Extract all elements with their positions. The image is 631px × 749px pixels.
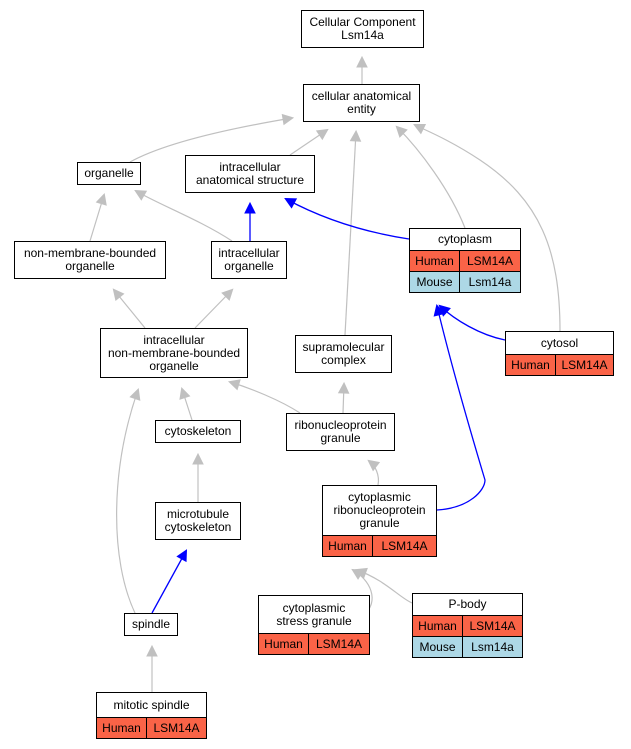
edge-spindle-to-intracellular-nmb-organelle: [116, 389, 139, 614]
edge-supramolecular-complex-to-cellular-anatomical-entity: [344, 131, 357, 336]
node-label: cellular anatomical entity: [311, 89, 412, 116]
node-label: intracellular organelle: [218, 246, 280, 273]
species-cell: Human: [97, 718, 147, 738]
edge-cytoplasm-to-intracellular-anatomical-structure: [285, 198, 410, 240]
species-cell: Mouse: [410, 272, 460, 292]
node-label: non-membrane-bounded organelle: [23, 246, 157, 273]
node-label: cytosol: [540, 335, 579, 350]
arrowhead: [221, 288, 234, 301]
gene-cell: Lsm14a: [468, 275, 512, 289]
node-label: cytoplasm: [437, 232, 493, 246]
annotation-row-human: Human LSM14A: [413, 615, 522, 636]
arrowhead: [112, 288, 125, 302]
annotation-row-human: Human LSM14A: [506, 354, 613, 375]
arrowhead: [134, 189, 148, 201]
species-cell: Human: [506, 355, 556, 375]
arrowhead: [95, 192, 107, 206]
node-label: ribonucleoprotein granule: [294, 418, 387, 445]
node-supramolecular-complex[interactable]: supramolecular complex: [295, 335, 392, 373]
node-label: spindle: [131, 617, 171, 631]
gene-cell: LSM14A: [381, 539, 428, 553]
node-label: mitotic spindle: [113, 697, 190, 712]
node-organelle[interactable]: organelle: [77, 162, 141, 185]
annotation-row-human: Human LSM14A: [410, 250, 520, 271]
arrowhead: [129, 387, 141, 401]
edge-intracellular-organelle-to-organelle: [135, 190, 233, 242]
species-cell: Human: [410, 251, 460, 271]
node-label: cytoplasmic ribonucleoprotein granule: [333, 490, 426, 530]
species-cell: Human: [259, 634, 309, 654]
annotation-row-mouse: Mouse Lsm14a: [413, 636, 522, 657]
species-cell: Human: [413, 616, 463, 636]
gene-cell: Lsm14a: [471, 640, 514, 654]
arrowhead: [227, 379, 241, 391]
node-microtubule-cytoskeleton[interactable]: microtubule cytoskeleton: [155, 502, 241, 540]
gene-cell: LSM14A: [466, 254, 514, 268]
edge-cytoplasm-to-cellular-anatomical-entity: [396, 126, 466, 229]
edge-cytoplasmic-rnp-granule-to-cytoplasm: [436, 305, 486, 511]
arrowhead: [244, 201, 256, 214]
gene-cell: LSM14A: [469, 619, 516, 633]
node-spindle[interactable]: spindle: [124, 613, 178, 636]
arrowhead: [284, 197, 298, 209]
arrowhead: [315, 128, 329, 141]
arrowhead: [179, 386, 191, 400]
arrowhead: [367, 459, 381, 472]
arrowhead: [433, 303, 445, 317]
arrowhead: [146, 644, 158, 657]
arrowhead: [349, 129, 362, 142]
annotation-row-mouse: Mouse Lsm14a: [410, 271, 520, 292]
node-label: organelle: [84, 166, 134, 180]
node-cytoskeleton[interactable]: cytoskeleton: [155, 420, 241, 443]
edge-spindle-to-microtubule-cytoskeleton: [151, 550, 187, 614]
annotation-row-human: Human LSM14A: [323, 535, 436, 556]
arrowhead: [356, 55, 368, 68]
node-label: microtubule cytoskeleton: [164, 507, 232, 534]
annotation-row-human: Human LSM14A: [259, 633, 369, 654]
arrowhead: [281, 113, 295, 126]
edge-cytosol-to-cytoplasm: [439, 305, 506, 341]
edge-cytosol-to-cellular-anatomical-entity: [414, 124, 561, 332]
species-cell: Human: [323, 536, 373, 556]
gene-cell: LSM14A: [561, 358, 608, 372]
arrowhead: [395, 125, 408, 138]
species-cell: Mouse: [413, 637, 463, 657]
node-label: supramolecular complex: [302, 340, 385, 367]
node-intracellular-anatomical-structure[interactable]: intracellular anatomical structure: [185, 155, 315, 193]
arrowhead: [337, 381, 350, 394]
node-label: P-body: [448, 597, 487, 611]
node-intracellular-organelle[interactable]: intracellular organelle: [211, 241, 287, 279]
arrowhead: [176, 549, 188, 563]
node-label: cytoplasmic stress granule: [276, 600, 352, 628]
gene-cell: LSM14A: [153, 721, 200, 735]
node-cellular-anatomical-entity[interactable]: cellular anatomical entity: [303, 84, 420, 122]
arrowhead: [413, 123, 427, 135]
arrowhead: [192, 452, 204, 465]
node-intracellular-nmb-organelle[interactable]: intracellular non-membrane-bounded organ…: [100, 328, 248, 378]
node-ribonucleoprotein-granule[interactable]: ribonucleoprotein granule: [286, 413, 395, 451]
node-label: intracellular anatomical structure: [195, 160, 305, 187]
node-cellular-component[interactable]: Cellular Component Lsm14a: [301, 10, 424, 48]
node-label: cytoskeleton: [164, 424, 232, 438]
arrowhead: [355, 567, 368, 579]
edge-ribonucleoprotein-granule-to-intracellular-nmb-organelle: [229, 381, 301, 414]
edge-organelle-to-cellular-anatomical-entity: [129, 117, 293, 163]
node-label: intracellular non-membrane-bounded organ…: [107, 332, 241, 373]
node-non-membrane-bounded-organelle[interactable]: non-membrane-bounded organelle: [14, 241, 166, 279]
node-label: Cellular Component Lsm14a: [309, 15, 416, 42]
gene-cell: LSM14A: [315, 637, 363, 651]
annotation-row-human: Human LSM14A: [97, 717, 206, 738]
